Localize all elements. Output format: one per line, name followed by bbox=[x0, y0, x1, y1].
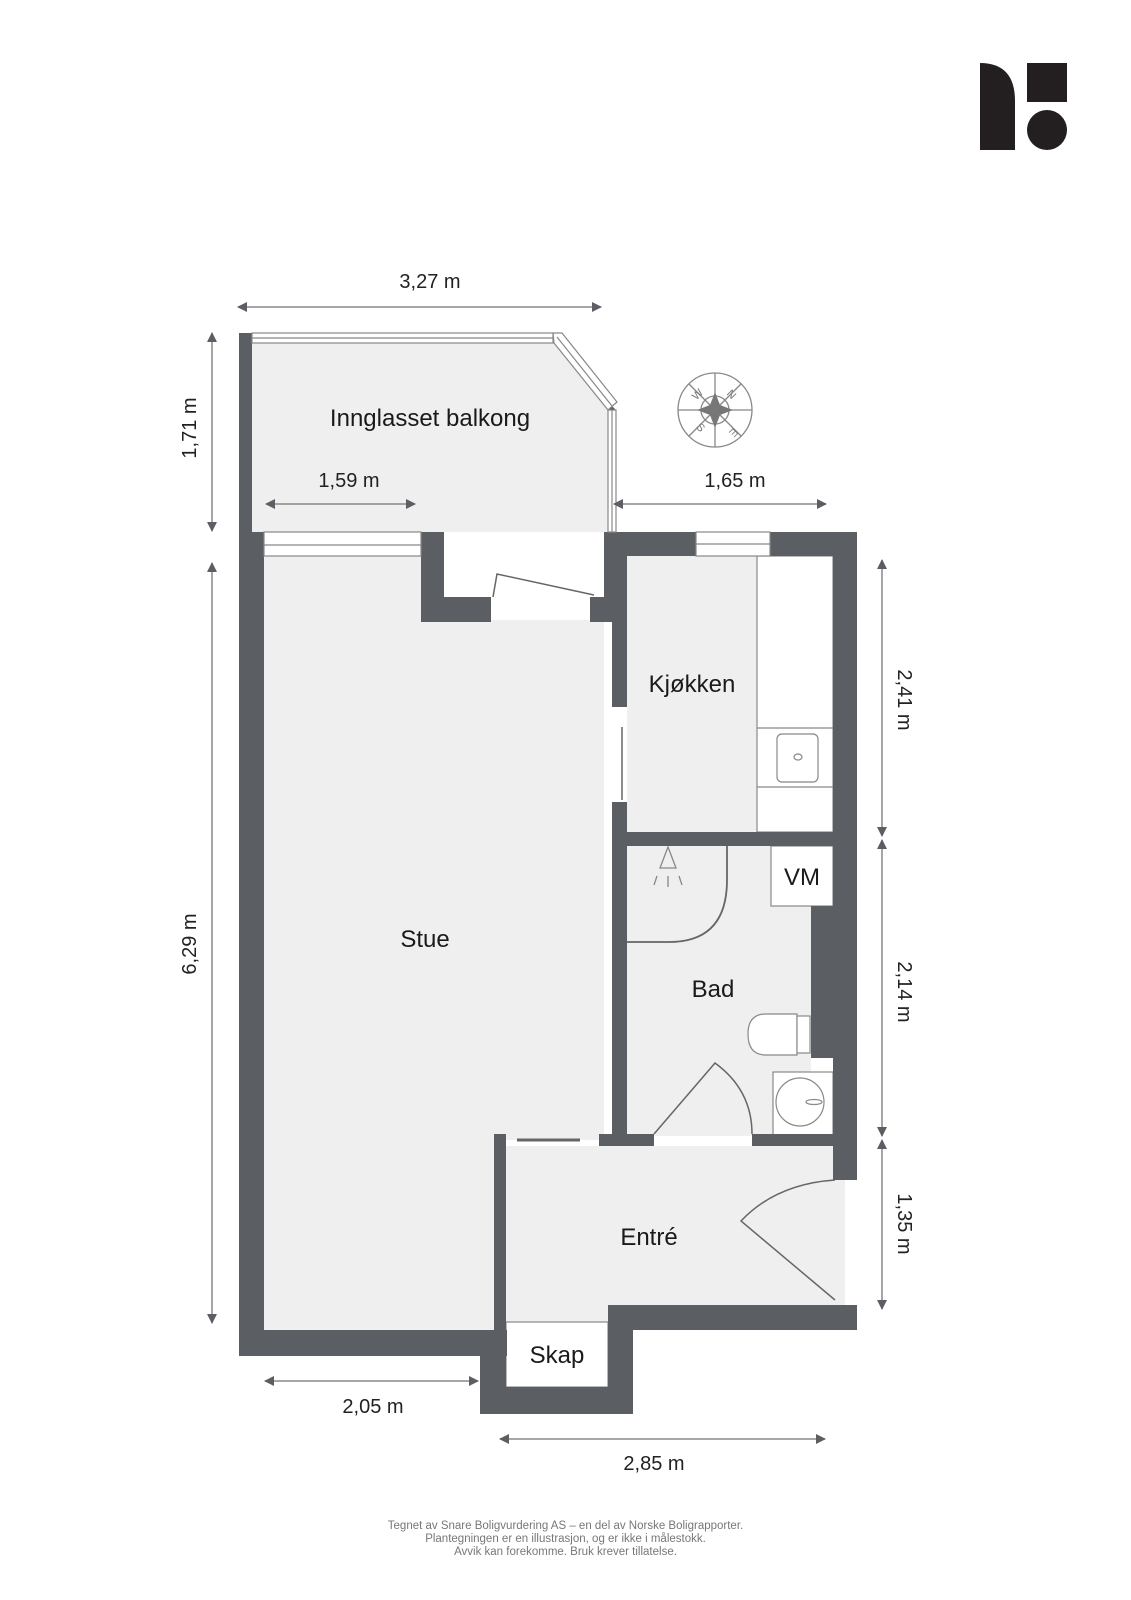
dimension-bath-height: 2,14 m bbox=[893, 961, 915, 1022]
room-label-living: Stue bbox=[400, 926, 449, 953]
room-label-washer: VM bbox=[784, 864, 820, 891]
footer-line-credit: Tegnet av Snare Boligvurdering AS – en d… bbox=[387, 1520, 744, 1532]
dimension-lines bbox=[207, 302, 887, 1444]
floor-areas bbox=[252, 343, 845, 1330]
bath-door-icon bbox=[653, 1061, 753, 1135]
dimension-balcony-height: 1,71 m bbox=[179, 397, 201, 458]
svg-text:E: E bbox=[726, 425, 740, 439]
balcony-door-icon bbox=[492, 573, 595, 598]
dimension-right-upper-width: 1,65 m bbox=[704, 470, 765, 492]
windows bbox=[251, 332, 771, 557]
room-label-kitchen: Kjøkken bbox=[649, 671, 736, 698]
compass-icon: N E S W bbox=[677, 372, 753, 448]
shower-icon bbox=[627, 845, 728, 943]
dimension-balcony-inner-width: 1,59 m bbox=[318, 470, 379, 492]
dimension-bottom-left-width: 2,05 m bbox=[342, 1396, 403, 1418]
svg-text:W: W bbox=[690, 387, 706, 403]
svg-text:N: N bbox=[724, 388, 738, 402]
room-label-balcony: Innglasset balkong bbox=[330, 405, 530, 432]
entry-door-icon bbox=[739, 1179, 836, 1301]
company-logo-icon bbox=[980, 63, 1067, 150]
room-label-bath: Bad bbox=[692, 976, 735, 1003]
bath-sink-icon bbox=[775, 1077, 825, 1127]
room-label-closet: Skap bbox=[530, 1342, 585, 1369]
doors bbox=[492, 573, 836, 1301]
dimension-bottom-right-width: 2,85 m bbox=[623, 1453, 684, 1475]
closet-box bbox=[505, 1321, 609, 1388]
walls bbox=[239, 333, 857, 1414]
washer-box bbox=[770, 845, 834, 907]
fixtures bbox=[505, 555, 834, 1388]
footer-disclaimer: Tegnet av Snare Boligvurdering AS – en d… bbox=[0, 1520, 1131, 1559]
footer-line-deviation: Avvik kan forekomme. Bruk krever tillate… bbox=[454, 1546, 677, 1558]
room-label-entry: Entré bbox=[620, 1224, 677, 1251]
svg-text:S: S bbox=[693, 421, 707, 435]
dimension-top-width: 3,27 m bbox=[399, 271, 460, 293]
dimension-entry-height: 1,35 m bbox=[893, 1193, 915, 1254]
dimension-kitchen-height: 2,41 m bbox=[893, 669, 915, 730]
kitchen-counter bbox=[756, 555, 834, 833]
footer-line-illustration: Plantegningen er en illustrasjon, og er … bbox=[425, 1533, 706, 1545]
toilet-icon bbox=[747, 1013, 811, 1056]
dimension-living-height: 6,29 m bbox=[179, 913, 201, 974]
